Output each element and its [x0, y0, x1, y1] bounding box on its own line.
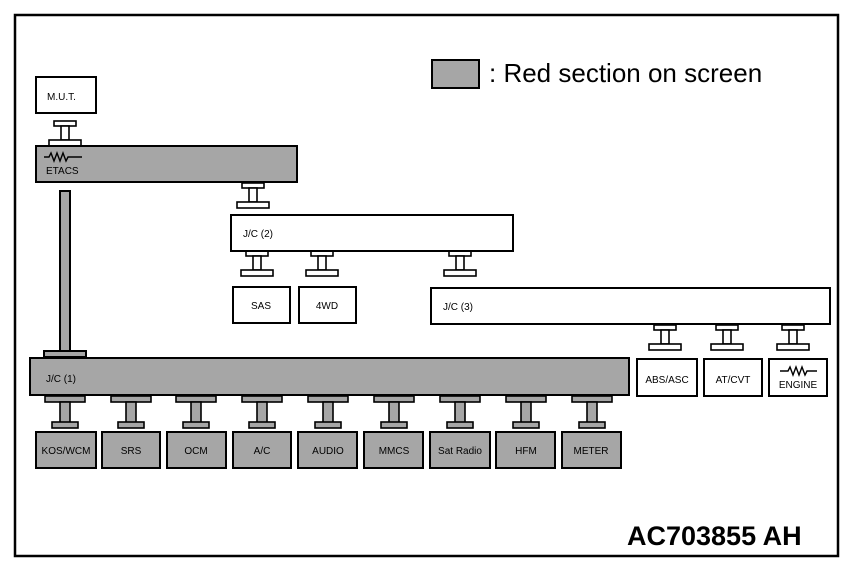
bottom-connectors: [44, 395, 613, 429]
mut-label: M.U.T.: [47, 92, 76, 103]
figure-code: AC703855 AH: [627, 521, 802, 551]
meter-box: [561, 431, 622, 469]
mmcs-label: MMCS: [379, 446, 410, 457]
srs-box: [101, 431, 161, 469]
fourwd-box: [298, 286, 357, 324]
legend: : Red section on screen: [431, 58, 762, 89]
sat-radio-label: Sat Radio: [438, 446, 482, 457]
jc2-label: J/C (2): [243, 229, 273, 240]
ac-label: A/C: [254, 446, 271, 457]
fourwd-label: 4WD: [316, 301, 338, 312]
sas-box: [232, 286, 291, 324]
legend-text: : Red section on screen: [489, 58, 762, 88]
jc3-box: [430, 287, 831, 325]
abs-asc-label: ABS/ASC: [645, 375, 688, 386]
jc3-label: J/C (3): [443, 302, 473, 313]
sat-radio-box: [429, 431, 491, 469]
at-cvt-box: [703, 358, 763, 397]
mut-box: [35, 76, 97, 114]
trunk-connector: [43, 350, 87, 358]
audio-label: AUDIO: [312, 446, 344, 457]
at-cvt-label: AT/CVT: [716, 375, 751, 386]
hfm-box: [495, 431, 556, 469]
ac-box: [232, 431, 292, 469]
engine-box: [768, 358, 828, 397]
etacs-label: ETACS: [46, 166, 79, 177]
etacs-box: [35, 145, 298, 183]
srs-label: SRS: [121, 446, 142, 457]
resistor-icon: [780, 365, 817, 377]
kos-wcm-box: [35, 431, 97, 469]
hfm-label: HFM: [515, 446, 537, 457]
diagram-frame: [13, 13, 840, 558]
kos-wcm-label: KOS/WCM: [42, 446, 91, 457]
jc1-label: J/C (1): [46, 374, 76, 385]
sas-label: SAS: [251, 301, 271, 312]
audio-box: [297, 431, 358, 469]
jc1-box: [29, 357, 630, 396]
meter-label: METER: [574, 446, 609, 457]
legend-swatch: [431, 59, 480, 89]
resistor-icon: [44, 151, 82, 163]
abs-asc-box: [636, 358, 698, 397]
trunk-line: [59, 190, 71, 356]
mmcs-box: [363, 431, 424, 469]
ocm-box: [166, 431, 227, 469]
jc2-box: [230, 214, 514, 252]
ocm-label: OCM: [184, 446, 207, 457]
engine-label: ENGINE: [779, 380, 818, 391]
